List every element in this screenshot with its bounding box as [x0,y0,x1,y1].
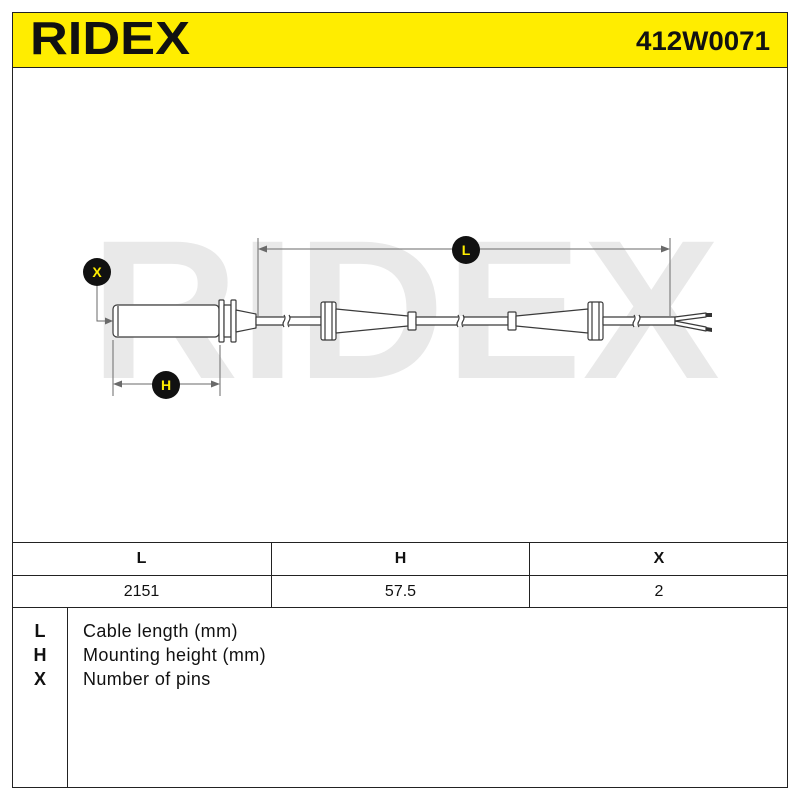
cable-break-gap [284,316,289,326]
cable-break-mark [637,314,641,328]
sensor-neck [235,309,257,333]
table-header-pins: X [529,543,788,575]
legend: L Cable length (mm) H Mounting height (m… [12,607,788,788]
cable-break-mark [287,314,291,328]
cable-break [456,314,465,328]
sensor-collar-flange [230,299,237,343]
wire-tip [706,313,712,317]
dimension-badge [452,236,480,264]
legend-text: Cable length (mm) [83,621,238,641]
dimension-table-values: 2151 57.5 2 [12,575,788,607]
dimension-table-header: L H X [12,542,788,575]
table-value-length: 2151 [123,583,160,600]
legend-key: L [34,621,46,641]
cable-break-mark [632,314,636,328]
dimension-length: L [257,236,671,316]
table-header-height: H [271,543,529,575]
arrowhead [211,380,220,388]
table-value-pins: 2 [529,576,788,607]
dimension-height: H [112,340,221,399]
part-number: 412W0071 [636,26,770,56]
arrowhead [113,380,122,388]
sensor-head [112,304,220,338]
cable-clip [407,311,417,331]
dimension-pins: X [83,258,113,325]
dimension-label-pins: X [92,264,102,280]
header-graphics: RIDEX 412W0071 [30,12,770,64]
cable-grommet [320,301,337,341]
arrowhead [105,317,113,325]
legend-row: L Cable length (mm) [12,619,788,643]
table-value-height: 57.5 [271,576,529,607]
legend-key: X [33,669,46,689]
leader-line [96,286,106,322]
cable-break-mark [282,314,286,328]
legend-text: Mounting height (mm) [83,645,267,665]
dimension-label-length: L [462,242,471,258]
legend-key-column [12,608,68,788]
cable-break-gap [458,316,463,326]
cable-break-gap [634,316,639,326]
sensor-collar-flange [218,299,225,343]
sensor-collar-groove [223,304,232,338]
legend-rows: L Cable length (mm) H Mounting height (m… [12,619,788,691]
cable-break [632,314,641,328]
legend-row: H Mounting height (mm) [12,643,788,667]
dimension-badge [83,258,111,286]
brand-logo: RIDEX [30,12,190,64]
sensor-drawing: RIDEX [83,199,720,420]
cable-break-mark [461,314,465,328]
wire-tip [706,327,712,332]
legend-key: H [33,645,47,665]
legend-text: Number of pins [83,669,211,689]
legend-row: X Number of pins [12,667,788,691]
dimension-label-height: H [161,377,171,393]
cable-break [282,314,291,328]
arrowhead [661,245,670,253]
cable-clip [507,311,517,331]
arrowhead [258,245,267,253]
cable-break-mark [456,314,460,328]
cable-grommet [587,301,604,341]
dimension-badge [152,371,180,399]
wear-sensor [112,299,712,343]
table-header-length: L [136,550,147,567]
header-bar: RIDEX 412W0071 [12,12,788,68]
